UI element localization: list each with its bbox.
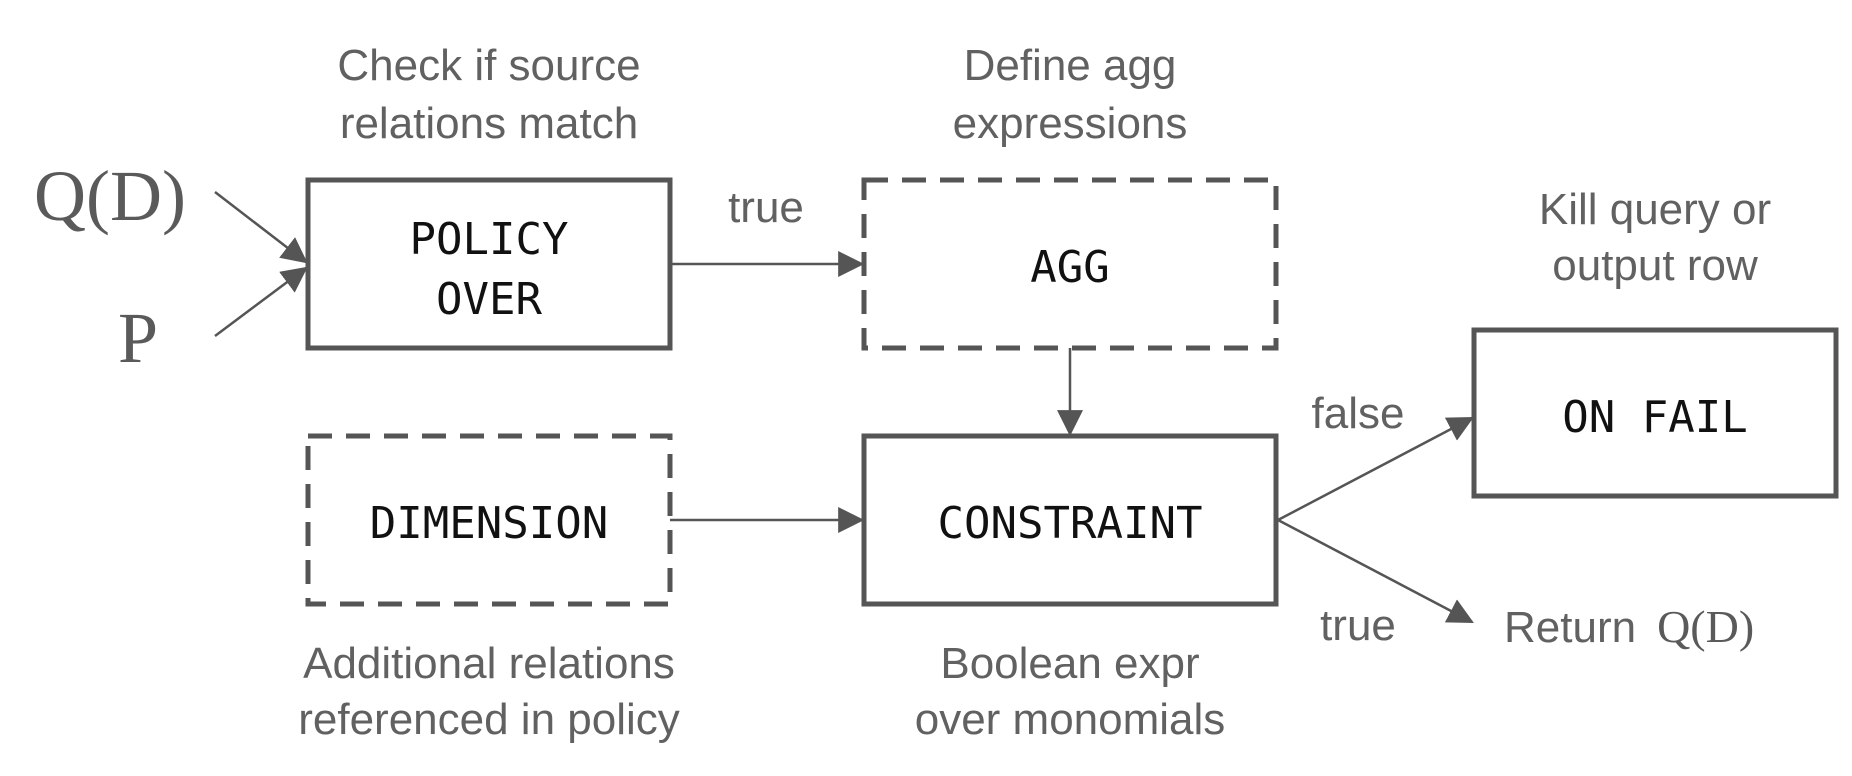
node-agg-label: AGG [1030,242,1109,293]
node-policy-over-line-2: OVER [436,274,542,325]
annotation-agg-line-1: Define agg [964,41,1177,90]
edge-query-to-policy-over [214,191,308,264]
node-on-fail-label: ON FAIL [1562,392,1747,443]
node-agg: AGG [861,177,1279,351]
output-return-label: Return [1504,603,1636,652]
edge-constraint-to-return [1277,518,1474,624]
edge-policy-to-policy-over [214,266,308,338]
edge-label-constraint-to-on-fail: false [1312,389,1405,438]
node-policy-over-line-1: POLICY [410,214,569,265]
annotation-constraint-line-2: over monomials [915,695,1226,744]
node-policy-over: POLICY OVER [305,177,673,351]
input-policy-label: P [118,298,158,378]
annotation-on-fail-line-1: Kill query or [1539,185,1771,234]
edge-constraint-to-on-fail [1277,416,1474,522]
annotation-dimension-line-2: referenced in policy [298,695,680,744]
annotation-agg-line-2: expressions [953,99,1188,148]
annotation-policy-over-line-2: relations match [340,99,638,148]
input-query-label: Q(D) [34,156,186,236]
annotation-policy-over-line-1: Check if source [337,41,640,90]
output-return: Return Q(D) [1504,601,1754,652]
edge-label-policy-over-to-agg: true [728,183,804,232]
node-on-fail: ON FAIL [1471,327,1839,499]
annotation-constraint-line-1: Boolean expr [940,639,1199,688]
node-constraint: CONSTRAINT [861,433,1279,607]
annotation-on-fail-line-2: output row [1552,241,1758,290]
node-constraint-label: CONSTRAINT [938,498,1203,549]
output-return-value: Q(D) [1657,601,1754,652]
node-dimension: DIMENSION [305,433,673,607]
annotation-dimension-line-1: Additional relations [303,639,675,688]
node-dimension-label: DIMENSION [370,498,608,549]
edge-label-constraint-to-return: true [1320,601,1396,650]
